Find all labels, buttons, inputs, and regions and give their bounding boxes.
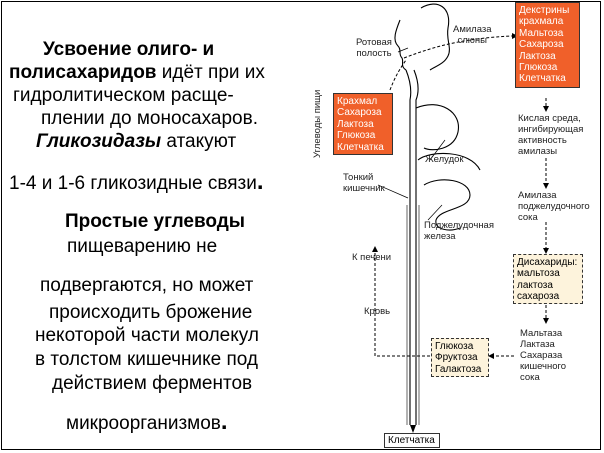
head-outline bbox=[420, 3, 450, 71]
leader-pancreas bbox=[427, 204, 443, 221]
label-line: Амилаза bbox=[518, 190, 557, 201]
label-line: ингибирующая bbox=[518, 124, 584, 135]
monosaccharides-box: Глюкоза Фруктоза Галактоза bbox=[431, 338, 489, 377]
flow-mouth-to-dextrins bbox=[403, 35, 513, 59]
mouth-label: Ротовая полость bbox=[356, 37, 392, 59]
label-line: кишечного bbox=[520, 361, 567, 372]
stomach-label: Желудок bbox=[425, 154, 464, 165]
food-carbs-vertical-label: Углеводы пищи bbox=[312, 89, 323, 158]
text-line: гидролитическом расще- bbox=[13, 85, 234, 106]
label-line: Амилаза bbox=[453, 24, 492, 35]
arrow-down-2 bbox=[543, 183, 549, 189]
label-line: кишечник bbox=[343, 183, 385, 194]
box-item: Глюкоза bbox=[337, 130, 376, 142]
box-item: Клетчатка bbox=[337, 141, 384, 153]
saliva-amylase-label: Амилаза слюны bbox=[453, 24, 492, 46]
box-item: Фруктоза bbox=[435, 352, 478, 364]
arrow-to-fiber bbox=[410, 425, 416, 433]
text-emphasis: полисахаридов bbox=[9, 62, 157, 83]
arrow-up-liver bbox=[372, 246, 378, 252]
text-fragment: идёт при их bbox=[156, 62, 265, 83]
text-line: пищеварению не bbox=[67, 236, 218, 257]
stomach-outline bbox=[415, 104, 459, 151]
box-item: Декстрины bbox=[519, 5, 570, 16]
label-line: Поджелудочная bbox=[424, 220, 494, 231]
flow-food-to-mouth bbox=[389, 59, 407, 91]
box-item: Сахароза bbox=[337, 107, 382, 119]
leader-mouth bbox=[397, 47, 409, 53]
text-fragment: атакуют bbox=[161, 131, 237, 152]
text-line: 1-4 и 1-6 гликозидные связи. bbox=[9, 170, 264, 195]
box-item: Клетчатка bbox=[519, 73, 566, 85]
label-line: железа bbox=[424, 231, 456, 242]
box-item: крахмала bbox=[519, 16, 564, 28]
box-item: Сахароза bbox=[519, 39, 564, 51]
dextrins-box: Декстрины крахмала Мальтоза Сахароза Лак… bbox=[515, 2, 580, 88]
box-item: Дисахариды: bbox=[517, 257, 578, 268]
leader-stomach bbox=[429, 139, 446, 161]
food-carbs-box: Крахмал Сахароза Лактоза Глюкоза Клетчат… bbox=[333, 93, 393, 155]
box-item: Крахмал bbox=[337, 96, 378, 107]
text-line: микроорганизмов. bbox=[66, 410, 228, 435]
arrow-to-mono bbox=[488, 353, 494, 359]
pancreatic-amylase-label: Амилаза поджелудочного сока bbox=[518, 190, 590, 223]
box-item: мальтоза bbox=[517, 268, 560, 280]
label-line: Мальтаза bbox=[520, 328, 563, 339]
box-item: сахароза bbox=[517, 291, 560, 303]
to-liver-label: К печени bbox=[352, 252, 392, 263]
intestine-loops bbox=[423, 179, 471, 231]
text-emphasis: Гликозидазы bbox=[36, 131, 162, 152]
text-fragment: . bbox=[256, 168, 264, 195]
text-line: подвергаются, но может bbox=[40, 275, 254, 296]
label-line: амилазы bbox=[518, 146, 558, 157]
label-line: слюны bbox=[457, 35, 488, 46]
arrow-down-3 bbox=[543, 248, 549, 254]
fiber-box: Клетчатка bbox=[384, 433, 440, 448]
text-line: действием ферментов bbox=[52, 373, 253, 394]
pancreas-label: Поджелудочная железа bbox=[424, 220, 494, 242]
disaccharides-box: Дисахариды: мальтоза лактоза сахароза bbox=[513, 254, 583, 304]
label-line: Сахараза bbox=[520, 350, 563, 361]
text-fragment: . bbox=[220, 408, 228, 435]
label-line: Лактаза bbox=[520, 339, 555, 350]
text-line: Простые углеводы bbox=[65, 211, 246, 232]
box-item: Глюкоза bbox=[519, 62, 558, 74]
small-intestine-label: Тонкий кишечник bbox=[343, 172, 385, 194]
text-line: полисахаридов идёт при их bbox=[9, 61, 265, 84]
text-line: Усвоение олиго- и bbox=[43, 39, 215, 60]
text-line: некоторой части молекул bbox=[35, 325, 259, 346]
box-item: лактоза bbox=[517, 279, 553, 291]
label-line: активность bbox=[518, 135, 567, 146]
text-fragment: микроорганизмов bbox=[66, 413, 221, 434]
box-item: Лактоза bbox=[337, 118, 374, 130]
esophagus bbox=[405, 69, 412, 155]
text-line: в толстом кишечнике под bbox=[35, 349, 258, 370]
text-line: происходить брожение bbox=[49, 302, 253, 323]
box-item: Лактоза bbox=[519, 50, 556, 62]
acidic-medium-label: Кислая среда, ингибирующая активность ам… bbox=[518, 113, 583, 157]
label-line: сока bbox=[518, 212, 538, 223]
label-line: сока bbox=[520, 372, 540, 383]
label-line: Кислая среда, bbox=[518, 113, 581, 124]
flow-mono-to-blood bbox=[374, 250, 430, 357]
arrow-down-1 bbox=[543, 106, 549, 112]
box-item: Галактоза bbox=[435, 363, 482, 375]
label-line: поджелудочного bbox=[518, 201, 590, 212]
box-item: Глюкоза bbox=[435, 341, 474, 352]
face-outline bbox=[394, 19, 407, 71]
label-line: Ротовая bbox=[356, 37, 392, 48]
label-line: Тонкий bbox=[343, 172, 374, 183]
text-line: плении до моносахаров. bbox=[41, 108, 258, 129]
arrow-down-4 bbox=[543, 318, 549, 324]
leader-small-intestine bbox=[377, 184, 409, 199]
blood-label: Кровь bbox=[364, 306, 391, 317]
text-line: Гликозидазы атакуют bbox=[36, 130, 236, 153]
label-line: полость bbox=[356, 48, 392, 59]
text-fragment: 1-4 и 1-6 гликозидные связи bbox=[9, 173, 257, 194]
intestinal-enzymes-label: Мальтаза Лактаза Сахараза кишечного сока bbox=[520, 328, 566, 383]
box-item: Мальтоза bbox=[519, 27, 564, 39]
